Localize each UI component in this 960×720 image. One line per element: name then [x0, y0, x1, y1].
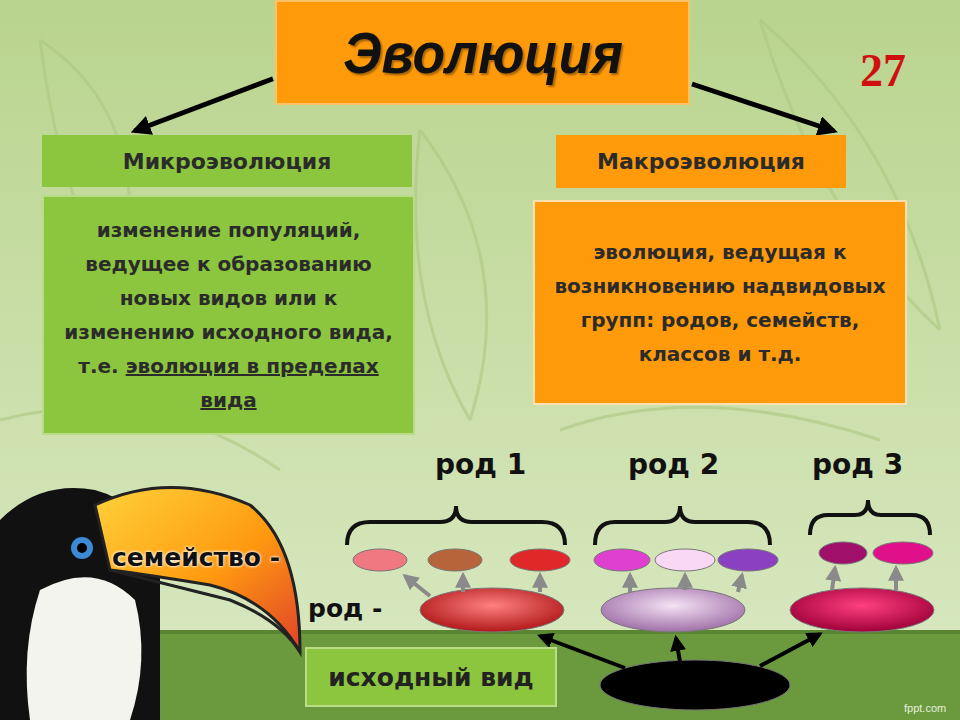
braces: [347, 500, 930, 545]
toucan: [0, 488, 300, 720]
rank-label: род -: [308, 594, 382, 623]
heading-box: Макроэволюция: [556, 135, 846, 188]
node-text: Макроэволюция: [597, 149, 805, 174]
base-species-box: исходный вид: [305, 647, 557, 707]
slide-number: 27: [860, 44, 906, 97]
definition-box: изменение популяций, ведущее к образован…: [42, 195, 415, 435]
grey-arrows: [405, 568, 896, 596]
title-box: Эволюция: [275, 0, 690, 105]
paragraph: изменение популяций, ведущее к образован…: [56, 213, 401, 417]
genus-label: род 2: [628, 448, 719, 481]
node-text: Микроэволюция: [123, 149, 332, 174]
node-text: исходный вид: [328, 663, 533, 692]
genus-label: род 1: [435, 448, 526, 481]
rank-label: семейство -: [112, 543, 280, 572]
branch-arrow: [692, 84, 834, 131]
node-text: эволюция в пределах вида: [126, 354, 379, 412]
genus-label: род 3: [812, 448, 903, 481]
node-text: эволюция, ведущая к возникновению надвид…: [547, 235, 893, 371]
definition-box: эволюция, ведущая к возникновению надвид…: [533, 200, 907, 405]
watermark: fppt.com: [904, 702, 946, 714]
node-text: Эволюция: [343, 19, 623, 86]
branch-arrow: [135, 79, 274, 131]
heading-box: Микроэволюция: [42, 135, 412, 187]
black-arrows: [540, 634, 820, 668]
